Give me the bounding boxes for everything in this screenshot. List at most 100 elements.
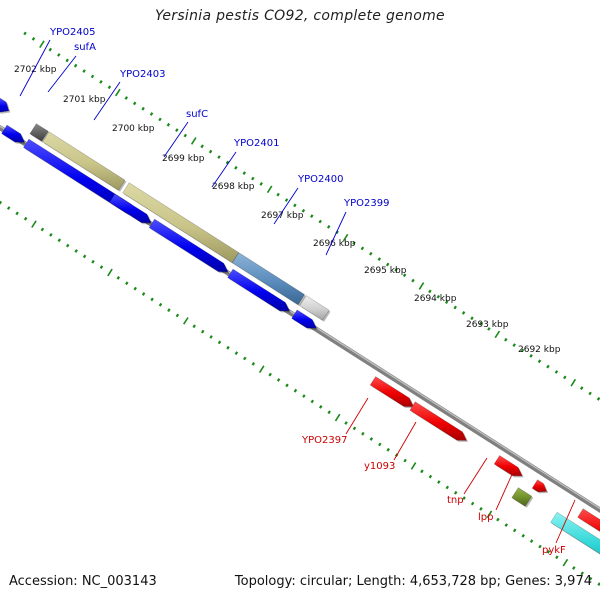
gene-labels: YPO2405sufAYPO2403sufCYPO2401YPO2400YPO2… <box>19 27 576 556</box>
outer-tick <box>563 375 567 380</box>
outer-tick <box>394 268 398 272</box>
forward-gene-arrow <box>291 309 317 329</box>
outer-tick <box>579 386 584 390</box>
outer-tick <box>512 343 516 347</box>
inner-tick <box>285 383 289 388</box>
outer-tick <box>470 316 474 321</box>
outer-tick <box>166 122 171 127</box>
outer-tick <box>310 214 314 218</box>
inner-tick <box>133 286 137 291</box>
reverse-gene-label: tnp <box>447 495 464 506</box>
inner-tick <box>209 335 213 339</box>
forward-gene-label: sufC <box>186 109 208 120</box>
outer-tick <box>570 378 577 387</box>
gene-leader-line <box>19 39 51 97</box>
inner-tick <box>486 510 493 519</box>
inner-tick <box>521 533 525 538</box>
inner-tick <box>555 555 559 560</box>
forward-gene-label: YPO2401 <box>233 138 279 149</box>
inner-tick <box>344 421 348 425</box>
outer-tick <box>82 69 86 73</box>
inner-tick <box>302 394 306 398</box>
outer-tick <box>23 31 27 36</box>
outer-tick <box>293 203 297 208</box>
inner-tick <box>580 571 584 576</box>
inner-tick <box>217 340 222 345</box>
outer-tick <box>251 176 255 181</box>
outer-tick <box>48 47 53 52</box>
outer-tick <box>418 282 425 290</box>
forward-gene-arrow <box>227 268 290 312</box>
inner-tick <box>361 431 365 436</box>
inner-tick <box>141 292 146 296</box>
gene-leader-line <box>463 457 488 495</box>
forward-gene-box <box>299 295 330 321</box>
reverse-gene-label: YPO2397 <box>301 435 347 446</box>
genome-summary: Topology: circular; Length: 4,653,728 bp… <box>234 574 592 589</box>
position-label: 2699 kbp <box>162 154 205 164</box>
gene-leader-line <box>211 151 237 188</box>
inner-tick <box>318 404 323 409</box>
outer-tick <box>200 144 204 149</box>
outer-tick <box>504 337 508 342</box>
outer-tick <box>318 219 322 224</box>
outer-tick <box>158 117 162 122</box>
outer-tick <box>596 396 600 401</box>
inner-tick <box>334 413 341 422</box>
outer-tick <box>73 63 78 68</box>
inner-tick <box>512 528 517 533</box>
inner-tick <box>49 233 53 237</box>
inner-tick <box>251 362 256 366</box>
inner-tick <box>192 324 196 329</box>
inner-tick <box>276 378 281 382</box>
inner-tick <box>91 259 95 264</box>
outer-tick <box>436 294 441 299</box>
inner-tick <box>258 365 265 374</box>
accession-label: Accession: NC_003143 <box>9 574 157 589</box>
outer-tick <box>487 327 491 331</box>
inner-tick <box>470 501 475 506</box>
inner-tick <box>243 356 247 361</box>
reverse-gene-arrow <box>409 401 467 441</box>
outer-tick <box>225 160 230 165</box>
gene-leader-line <box>47 55 77 93</box>
inner-tick <box>369 437 374 441</box>
outer-tick <box>428 289 432 294</box>
outer-tick <box>65 58 69 63</box>
map-title: Yersinia pestis CO92, complete genome <box>155 8 445 24</box>
inner-tick <box>562 558 569 567</box>
inner-tick <box>23 216 28 221</box>
gene-leader-line <box>93 81 121 121</box>
outer-tick <box>402 273 407 278</box>
position-label: 2694 kbp <box>414 294 457 304</box>
outer-tick <box>546 364 550 369</box>
reverse-gene-label: y1093 <box>364 461 395 472</box>
inner-tick <box>175 313 180 318</box>
forward-gene-box <box>29 123 49 142</box>
outer-tick <box>190 137 197 145</box>
outer-tick <box>141 106 145 111</box>
reverse-gene-box <box>511 487 533 507</box>
reverse-gene-arrow <box>577 508 600 532</box>
position-label: 2693 kbp <box>466 320 509 330</box>
outer-tick <box>461 311 466 315</box>
inner-tick <box>462 496 466 500</box>
inner-tick <box>410 462 417 470</box>
inner-tick <box>420 469 424 474</box>
inner-tick <box>116 276 121 280</box>
outer-tick <box>259 182 263 186</box>
gene-leader-line <box>555 499 576 544</box>
inner-tick <box>479 507 483 511</box>
outer-tick <box>529 354 533 358</box>
outer-tick <box>149 112 154 116</box>
inner-tick <box>234 351 239 355</box>
outer-tick <box>326 225 331 229</box>
reverse-gene-box <box>550 511 600 555</box>
inner-tick <box>428 474 433 479</box>
outer-tick-ring <box>23 31 600 401</box>
inner-tick <box>150 297 154 302</box>
outer-tick <box>342 233 349 242</box>
position-label: 2696 kbp <box>313 239 356 249</box>
outer-tick <box>520 348 525 353</box>
